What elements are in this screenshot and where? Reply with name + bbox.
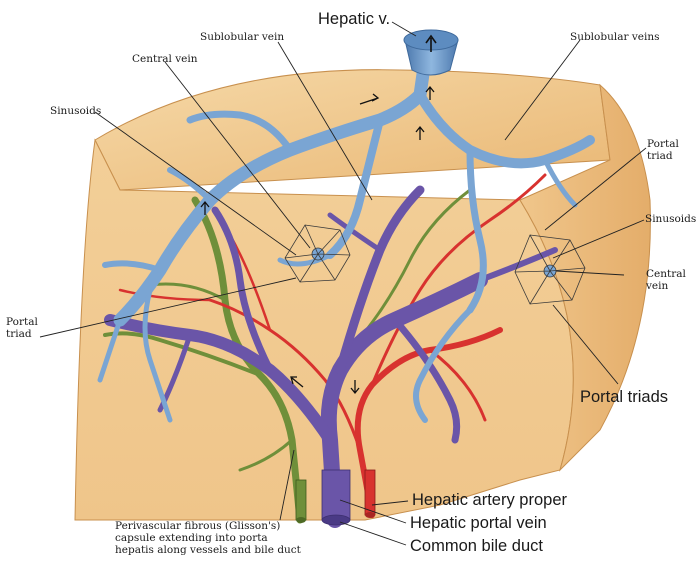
flow-arrow-icon [200,200,210,215]
flow-arrow-icon [415,125,425,140]
label-portal-triad-right: Portal triad [647,138,679,163]
label-perivascular-capsule: Perivascular fibrous (Glisson's) capsule… [115,520,301,557]
flow-arrow-icon [359,93,380,105]
label-portal-triad-left: Portal triad [6,316,38,341]
label-hepatic-portal-vein: Hepatic portal vein [410,514,547,532]
label-portal-triads: Portal triads [580,388,669,406]
label-central-vein-top: Central vein [132,53,198,65]
liver-block [74,69,651,521]
label-central-vein-right: Central vein [646,268,686,293]
leader-lines [39,21,647,546]
flow-arrow-icon [350,380,360,395]
flow-arrows [200,85,435,395]
label-common-bile-duct: Common bile duct [410,537,543,555]
hepatic-vein-tree [97,53,595,423]
label-sinusoids-right: Sinusoids [645,213,697,225]
label-sublobular-vein: Sublobular vein [200,31,285,43]
label-hepatic-vein: Hepatic v. [318,10,391,28]
label-sinusoids-left: Sinusoids [50,105,102,117]
flow-arrow-icon [290,376,304,388]
lobule-left [284,224,351,283]
liver-side-face [519,83,651,472]
label-hepatic-artery-proper: Hepatic artery proper [412,491,567,509]
hepatic-vein-trunk [403,29,459,76]
flow-arrow-icon [425,85,435,100]
label-sublobular-veins: Sublobular veins [570,31,660,43]
flow-arrow-icon [425,34,437,52]
portal-vein-tree [104,185,558,528]
vessel-stumps [295,469,376,526]
